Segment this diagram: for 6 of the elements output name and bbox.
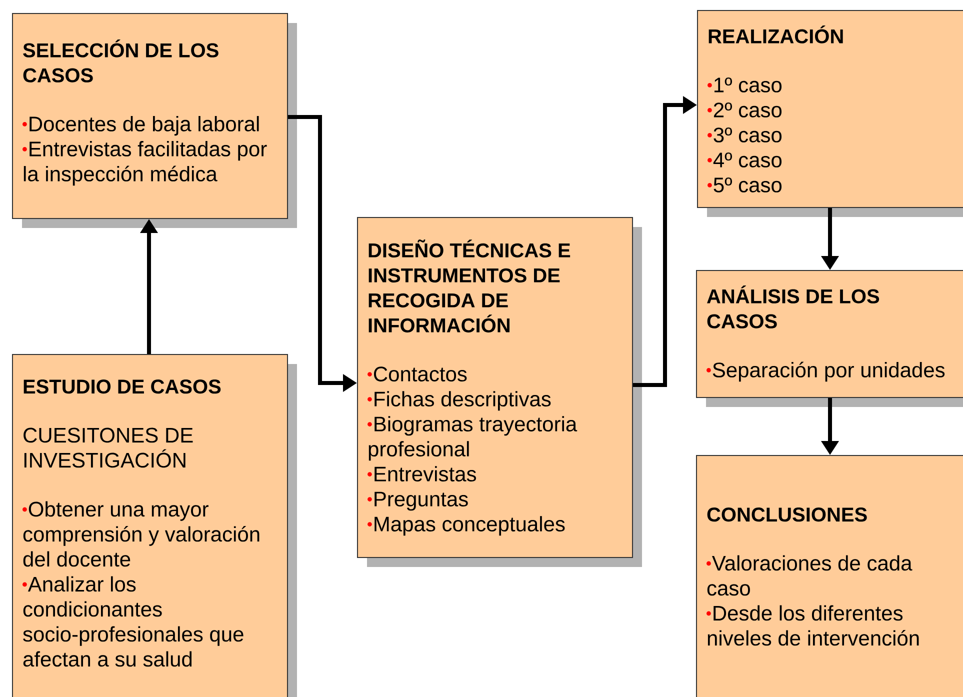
process-box: ANÁLISIS DE LOS CASOS Separación por unidades (696, 270, 963, 407)
process-box: REALIZACIÓN 1º caso 2º caso 3º caso 4º caso 5º caso (697, 10, 963, 217)
process-box: ESTUDIO DE CASOS CUESITONES DE INVESTIGACIÓN Obtener una mayor comprensión y valoración del docente Analizar los condicionantes socio-profesionales que afectan a su salud (12, 354, 297, 697)
process-box: CONCLUSIONES Valoraciones de cada caso Desde los diferentes niveles de intervención (696, 455, 963, 697)
process-box: SELECCIÓN DE LOS CASOS Docentes de baja laboral Entrevistas facilitadas por la inspección médica (12, 13, 297, 228)
process-box: DISEÑO TÉCNICAS E INSTRUMENTOS DE RECOGIDA DE INFORMACIÓN Contactos Fichas descriptivas Biogramas trayectoria profesional Entrevistas Preguntas Mapas conceptuales (357, 217, 642, 567)
